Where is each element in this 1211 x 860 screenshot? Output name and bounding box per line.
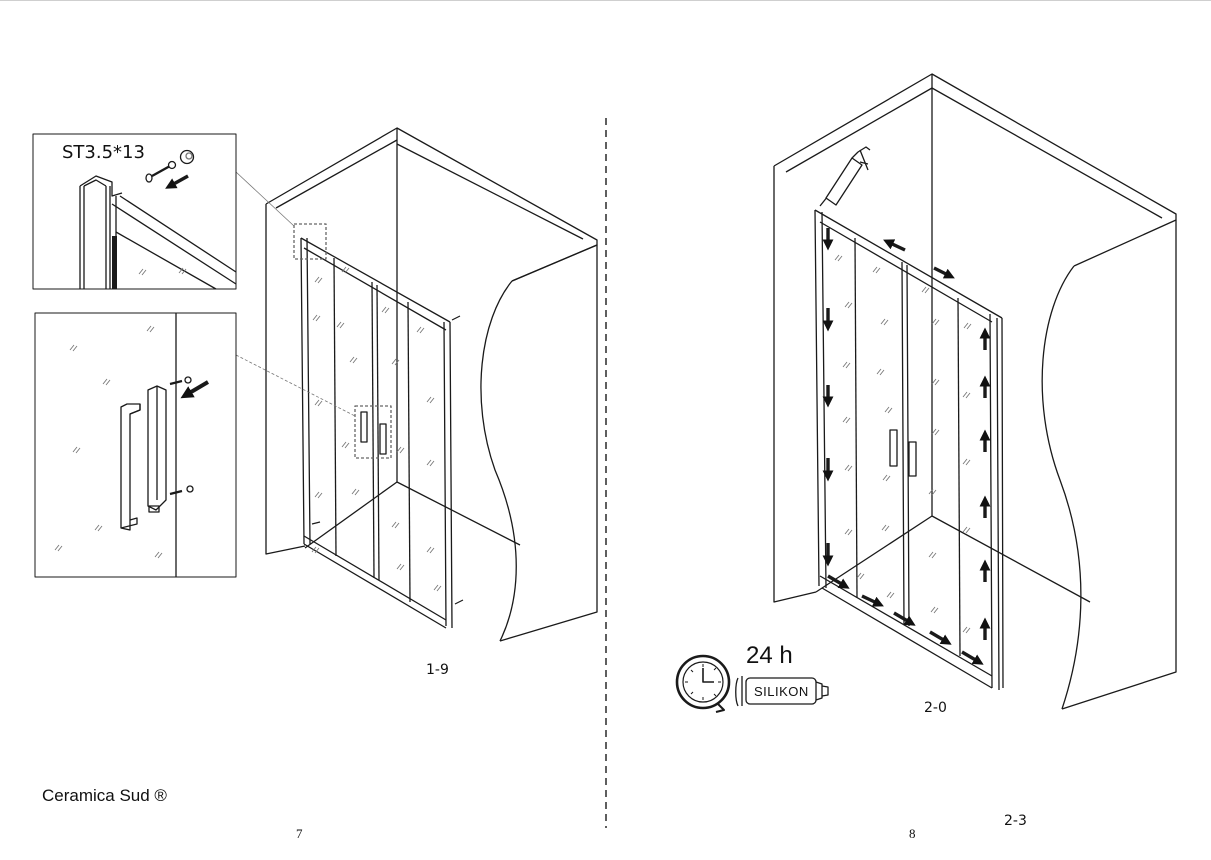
arrow-icon bbox=[165, 174, 189, 189]
cure-time-label: 24 h bbox=[746, 642, 793, 669]
cap-icon bbox=[179, 149, 195, 165]
detail-handle-box bbox=[34, 312, 237, 578]
screw-spec-label: ST3.5*13 bbox=[62, 142, 145, 163]
washer-icon bbox=[145, 173, 153, 183]
left-enclosure bbox=[265, 127, 598, 642]
step-number-left: 1-9 bbox=[426, 662, 449, 678]
right-enclosure bbox=[773, 73, 1177, 710]
detail-screw-box bbox=[32, 133, 237, 290]
arrow-icon bbox=[180, 380, 210, 399]
screw-icon bbox=[151, 160, 177, 178]
silicone-tube-icon bbox=[735, 676, 829, 707]
page-number-left: 7 bbox=[296, 826, 303, 841]
corner-step-label: 2-3 bbox=[1004, 813, 1027, 829]
silicone-arrows bbox=[822, 228, 991, 665]
clock-icon bbox=[675, 654, 731, 713]
top-border bbox=[0, 0, 1211, 1]
page-number-right: 8 bbox=[909, 826, 916, 841]
silicone-gun-icon bbox=[819, 146, 871, 207]
leader-line-handle bbox=[235, 354, 356, 417]
leader-line-top bbox=[235, 171, 295, 227]
step-number-right: 2-0 bbox=[924, 700, 947, 716]
brand-label: Ceramica Sud ® bbox=[42, 786, 167, 805]
sealant-label: SILIKON bbox=[754, 684, 809, 699]
